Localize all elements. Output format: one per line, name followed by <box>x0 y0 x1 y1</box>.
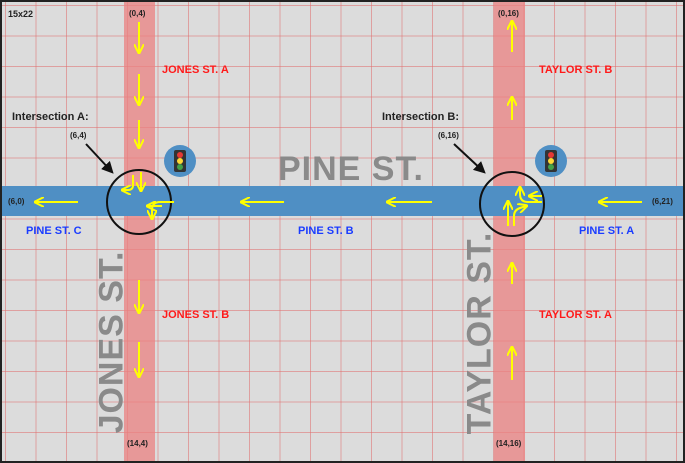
pine-st-a-label: PINE ST. A <box>579 225 635 237</box>
traffic-light-icon <box>164 145 196 177</box>
jones-bottom-coord: (14,4) <box>127 439 148 448</box>
grid-size-label: 15x22 <box>8 9 34 19</box>
pine-st-b-label: PINE ST. B <box>298 225 354 237</box>
intersection-b-pointer <box>453 143 486 174</box>
pine-left-coord: (6,0) <box>8 197 25 206</box>
intersection-a-pointer <box>85 143 114 174</box>
intersection-b-circle <box>479 171 545 237</box>
turn-arrow <box>152 201 174 218</box>
jones-top-coord: (0,4) <box>129 9 146 18</box>
intersection-b-title: Intersection B: <box>382 111 460 123</box>
taylor-bottom-coord: (14,16) <box>496 439 522 448</box>
intersection-a-coord: (6,4) <box>70 131 87 140</box>
jones-st-b-label: JONES ST. B <box>162 309 230 321</box>
pine-st-c-label: PINE ST. C <box>26 225 82 237</box>
turn-arrow <box>520 188 542 203</box>
pine-right-coord: (6,21) <box>652 197 673 206</box>
taylor-st-b-label: TAYLOR ST. B <box>539 64 613 76</box>
taylor-st-a-label: TAYLOR ST. A <box>539 309 612 321</box>
traffic-light-icon <box>535 145 567 177</box>
jones-st-a-label: JONES ST. A <box>162 64 229 76</box>
intersection-a-title: Intersection A: <box>12 111 89 123</box>
turn-arrow <box>513 206 526 226</box>
pine-st-title: PINE ST. <box>278 150 424 188</box>
turn-arrow <box>123 175 134 190</box>
intersection-b-coord: (6,16) <box>438 131 459 140</box>
taylor-top-coord: (0,16) <box>498 9 519 18</box>
